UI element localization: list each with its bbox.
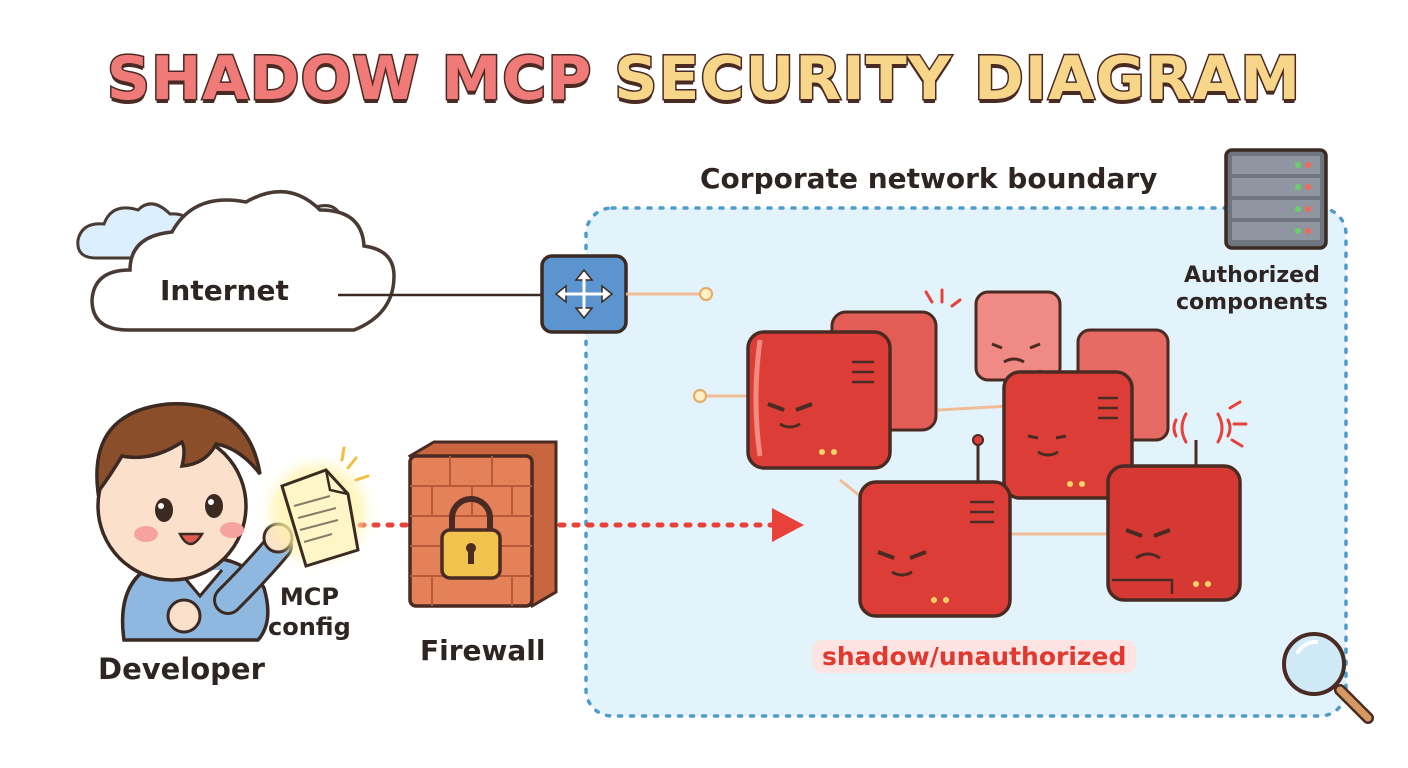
cloud-icon [76, 190, 396, 332]
title-part-2: SECURITY DIAGRAM [613, 43, 1302, 116]
mcp-label-line-2: config [268, 613, 351, 641]
shadow-server-icon [746, 330, 892, 470]
shadow-unauthorized-label: shadow/unauthorized [812, 640, 1137, 673]
padlock-icon [440, 496, 502, 580]
threat-arrow [357, 508, 804, 542]
shadow-server-icon [1002, 370, 1134, 500]
router-icon [540, 254, 628, 334]
server-rack-icon [1224, 148, 1328, 250]
magnifier-icon [1282, 632, 1374, 724]
firewall-label: Firewall [420, 634, 546, 667]
page-title: SHADOW MCP SECURITY DIAGRAM [0, 43, 1408, 116]
shadow-server-icon [858, 434, 1012, 618]
title-part-1: SHADOW MCP [105, 43, 593, 116]
internet-label: Internet [160, 274, 289, 307]
authorized-label-line-2: components [1176, 290, 1328, 315]
document-icon [270, 446, 370, 568]
alert-marks [924, 288, 1248, 448]
boundary-label: Corporate network boundary [700, 162, 1158, 195]
developer-label: Developer [98, 652, 265, 686]
authorized-label-line-1: Authorized [1183, 263, 1320, 288]
mcp-label-line-1: MCP [279, 583, 339, 611]
shadow-server-icon [1106, 440, 1242, 602]
developer-avatar [95, 402, 294, 642]
firewall-icon [407, 440, 558, 608]
